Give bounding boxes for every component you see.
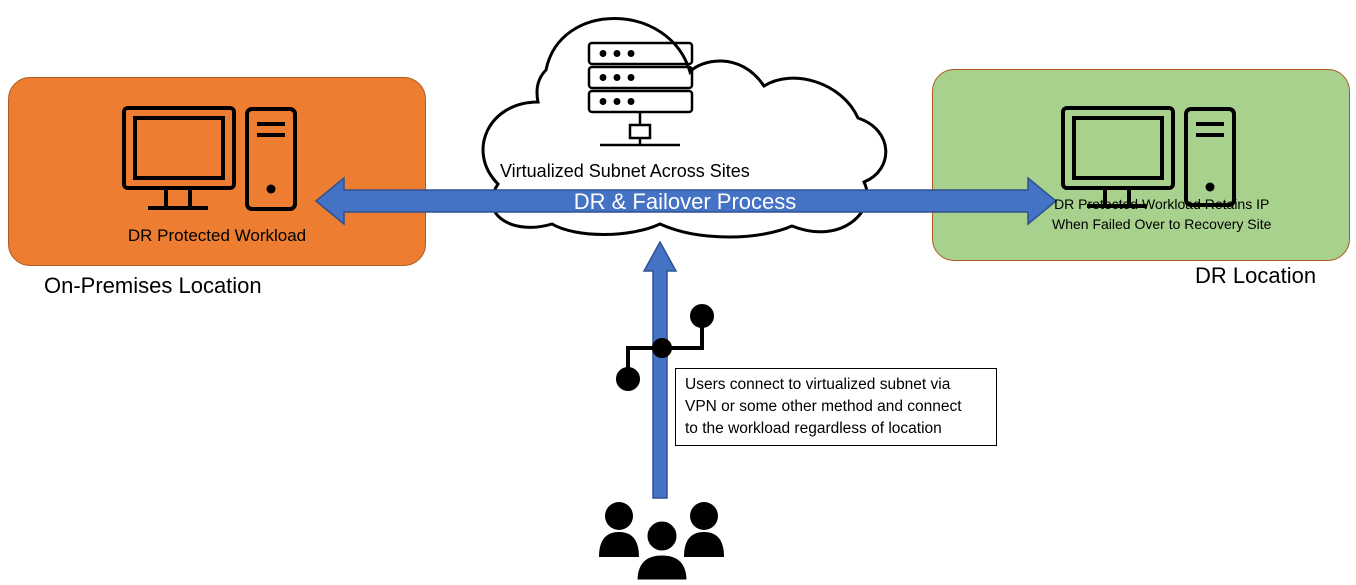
cloud-shape — [481, 17, 888, 239]
monitor-icon — [1061, 106, 1175, 208]
server-rack-icon — [587, 41, 694, 114]
failover-double-arrow — [314, 176, 1058, 226]
monitor-icon — [122, 106, 236, 210]
user-connection-arrow — [642, 240, 678, 499]
onprem-workload-label: DR Protected Workload — [127, 226, 307, 245]
dr-site-box — [932, 69, 1350, 261]
usb-connector-icon — [616, 304, 714, 391]
tower-pc-icon — [1184, 107, 1236, 207]
dr-location-label: DR Location — [1195, 263, 1317, 288]
dr-workload-label: DR Protected Workload Retains IP When Fa… — [1052, 196, 1272, 232]
users-group-icon — [599, 502, 724, 583]
user-connection-note: Users connect to virtualized subnet via … — [675, 368, 997, 446]
onprem-location-label: On-Premises Location — [44, 273, 262, 298]
failover-process-label: DR & Failover Process — [573, 189, 797, 214]
tower-pc-icon — [245, 107, 297, 211]
network-icon — [600, 112, 680, 147]
cloud-label: Virtualized Subnet Across Sites — [500, 161, 750, 181]
